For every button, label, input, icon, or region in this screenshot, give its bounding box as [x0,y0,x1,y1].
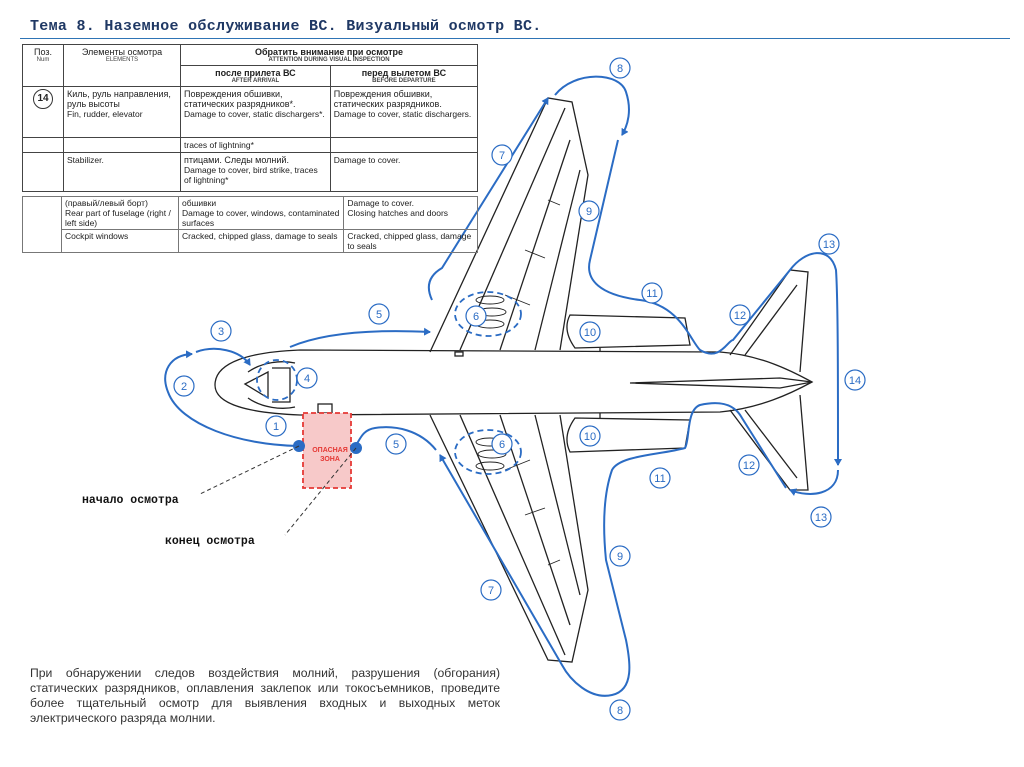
svg-text:9: 9 [586,206,592,218]
step-badge-6-upper: 6 [465,305,487,327]
slide-title: Тема 8. Наземное обслуживание ВС. Визуал… [30,18,542,35]
table-row: traces of lightning* [22,137,479,153]
svg-text:6: 6 [499,439,505,451]
step-badge-12-lower: 12 [738,454,760,476]
svg-text:12: 12 [743,460,755,472]
step-badge-6-lower: 6 [491,433,513,455]
step-badge-5-upper: 5 [368,303,390,325]
title-divider [20,38,1010,39]
step-badge-7-lower: 7 [480,579,502,601]
table-row: Stabilizer. птицами. Следы молний.Damage… [22,152,479,192]
inspection-route [164,75,842,697]
step-badge-9-lower: 9 [609,545,631,567]
svg-text:10: 10 [584,327,596,339]
svg-text:8: 8 [617,63,623,75]
step-badge-2: 2 [173,375,195,397]
table-row: Cockpit windows Cracked, chipped glass, … [23,229,478,253]
leader-lines [199,445,357,536]
svg-text:9: 9 [617,551,623,563]
step-badge-11-upper: 11 [641,282,663,304]
svg-text:5: 5 [376,309,382,321]
svg-text:3: 3 [218,326,224,338]
svg-text:7: 7 [499,150,505,162]
step-badge-5-lower: 5 [385,433,407,455]
danger-zone-line-1: ОПАСНАЯ [312,447,348,454]
start-label: начало осмотра [82,494,179,507]
header-pos: Поз.Num [22,44,64,87]
svg-text:8: 8 [617,705,623,717]
inspection-table-continued: (правый/левый борт)Rear part of fuselage… [22,196,478,253]
end-label: конец осмотра [165,535,255,548]
step-badge-8-lower: 8 [609,699,631,721]
step-badge-7-upper: 7 [491,144,513,166]
svg-text:10: 10 [584,431,596,443]
lightning-note: При обнаружении следов воздействия молни… [30,666,500,725]
svg-text:5: 5 [393,439,399,451]
step-badge-13-lower: 13 [810,506,832,528]
svg-text:14: 14 [849,375,861,387]
step-badge-14: 14 [844,369,866,391]
step-badge-4: 4 [296,367,318,389]
step-badge-1: 1 [265,415,287,437]
svg-text:13: 13 [815,512,827,524]
svg-text:1: 1 [273,421,279,433]
wing-details [475,199,561,566]
step-badge-8-upper: 8 [609,57,631,79]
danger-zone-label: ОПАСНАЯ ЗОНА [303,446,357,464]
step-badges: 1 2 3 4 5 5 6 6 7 7 8 8 9 9 10 10 11 11 … [173,57,866,721]
step-badge-13-upper: 13 [818,233,840,255]
row-number-badge: 14 [33,89,53,109]
step-badge-10-upper: 10 [579,321,601,343]
danger-zone-line-2: ЗОНА [320,456,340,463]
step-badge-9-upper: 9 [578,200,600,222]
step-badge-3: 3 [210,320,232,342]
danger-zone [302,412,352,489]
step-badge-11-lower: 11 [649,467,671,489]
svg-text:12: 12 [734,310,746,322]
svg-text:2: 2 [181,381,187,393]
table-row: (правый/левый борт)Rear part of fuselage… [22,196,478,253]
step-badge-10-lower: 10 [579,425,601,447]
svg-text:11: 11 [654,473,665,485]
svg-text:11: 11 [646,288,657,300]
step-badge-12-upper: 12 [729,304,751,326]
svg-text:7: 7 [488,585,494,597]
svg-text:4: 4 [304,373,310,385]
svg-text:13: 13 [823,239,835,251]
svg-text:6: 6 [473,311,479,323]
